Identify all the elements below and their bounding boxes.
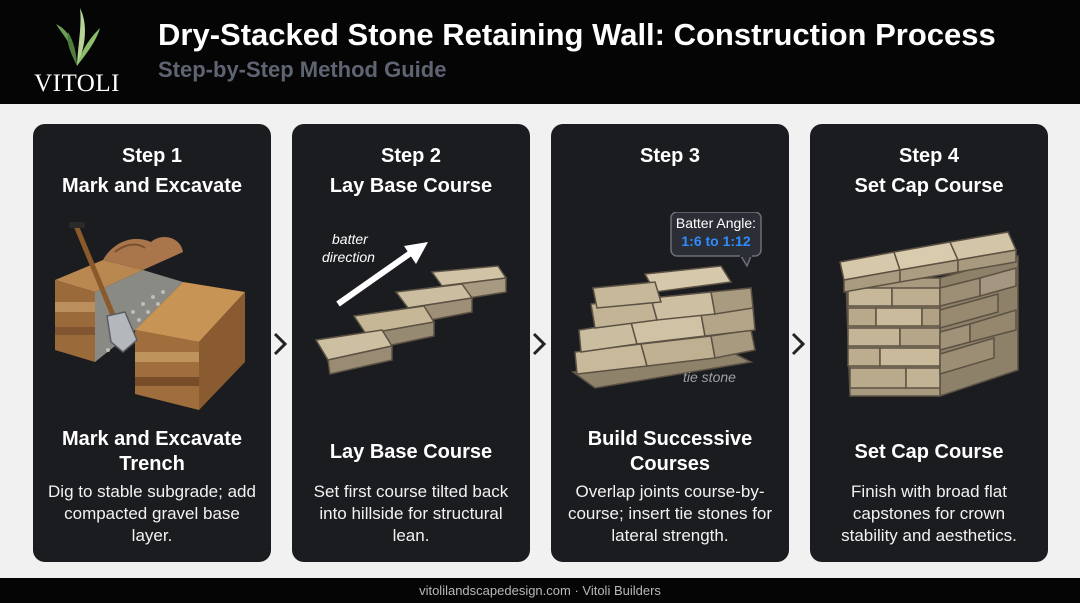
step-card-4: Step 4 Set Cap Course	[810, 124, 1048, 562]
step-card-1: Step 1 Mark and Excavate Mark and Excava…	[33, 124, 271, 562]
footer-bar: vitolilandscapedesign.com · Vitoli Build…	[0, 578, 1080, 603]
tie-stone-label: tie stone	[683, 369, 736, 385]
successive-courses-illustration: Batter Angle: 1:6 to 1:12 tie stone	[571, 212, 762, 389]
chevron-right-icon	[790, 330, 806, 358]
step-description: Dig to stable subgrade; add compacted gr…	[48, 482, 256, 545]
logo-text: VITOLI	[34, 70, 120, 97]
batter-angle-callout: Batter Angle: 1:6 to 1:12	[670, 212, 762, 268]
step-card-2: Step 2 Lay Base Course batter direction …	[292, 124, 530, 562]
step-title: Build Successive Courses	[587, 428, 753, 475]
step-heading: Mark and Excavate	[61, 175, 243, 197]
leaf-icon	[56, 8, 100, 66]
base-course-illustration: batter direction	[314, 231, 508, 375]
step-card-3: Step 3 Batter Angle: 1:6 to 1:12 tie sto…	[551, 124, 789, 562]
step-number: Step 3	[639, 145, 701, 167]
chevron-right-icon	[272, 330, 288, 358]
step-title: Set Cap Course	[854, 440, 1004, 463]
step-title: Mark and Excavate Trench	[61, 428, 243, 475]
cap-course-illustration	[839, 231, 1019, 398]
page-title: Dry-Stacked Stone Retaining Wall: Constr…	[158, 17, 996, 52]
page-subtitle: Step-by-Step Method Guide	[158, 57, 447, 82]
chevron-right-icon	[531, 330, 547, 358]
step-title: Lay Base Course	[329, 440, 493, 463]
batter-annotation-line1: batter	[332, 231, 369, 247]
step-number: Step 1	[121, 145, 183, 167]
step-heading: Lay Base Course	[329, 175, 493, 197]
step-number: Step 2	[380, 145, 442, 167]
step-description: Finish with broad flat capstones for cro…	[841, 482, 1017, 545]
footer-text: vitolilandscapedesign.com · Vitoli Build…	[419, 583, 661, 598]
callout-label: Batter Angle:	[676, 215, 756, 231]
batter-annotation-line2: direction	[322, 249, 375, 265]
vitoli-logo: VITOLI	[22, 6, 132, 98]
step-description: Set first course tilted back into hillsi…	[313, 482, 509, 545]
step-description: Overlap joints course-by-course; insert …	[567, 482, 773, 545]
header-bar: VITOLI Dry-Stacked Stone Retaining Wall:…	[0, 0, 1080, 104]
callout-value: 1:6 to 1:12	[681, 233, 750, 249]
trench-excavation-illustration	[55, 222, 245, 410]
step-number: Step 4	[898, 145, 960, 167]
step-heading: Set Cap Course	[854, 175, 1004, 197]
